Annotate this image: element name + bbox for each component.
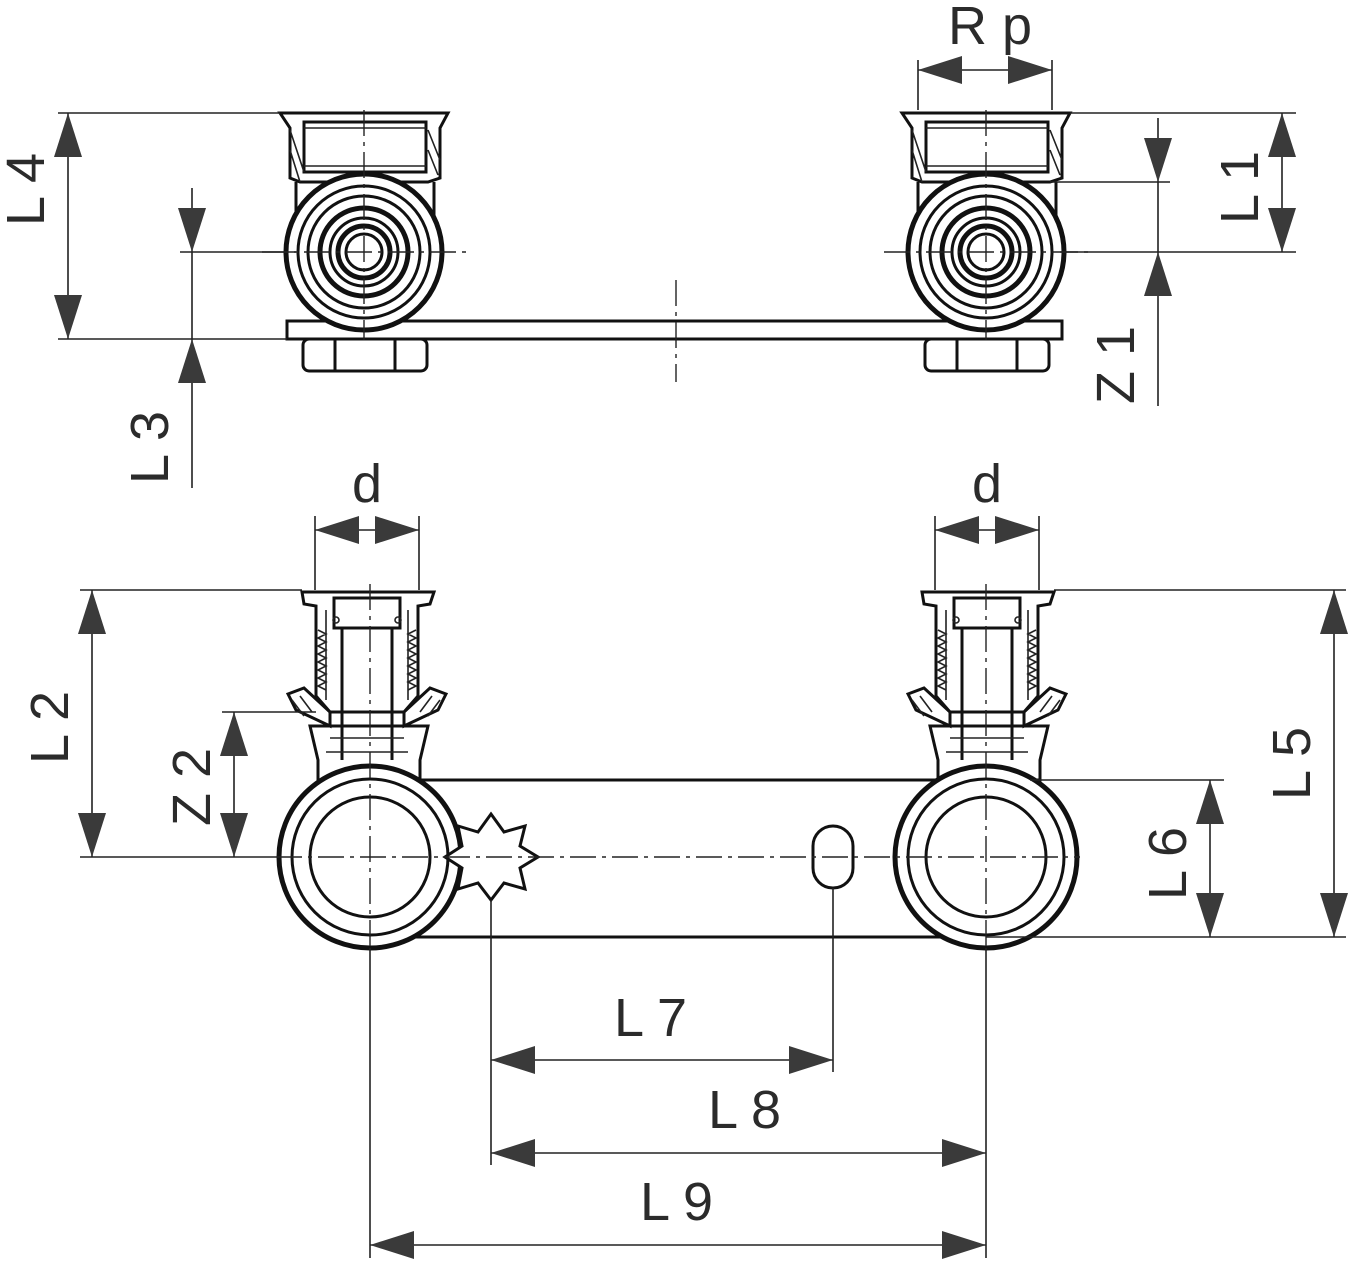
nut-left bbox=[301, 337, 429, 373]
label-d-right: d bbox=[972, 454, 1002, 514]
label-l5: L 5 bbox=[1262, 727, 1322, 800]
label-rp: R p bbox=[948, 0, 1032, 56]
label-l2: L 2 bbox=[20, 691, 80, 764]
label-d-left: d bbox=[352, 454, 382, 514]
press-fitting-right bbox=[905, 590, 1069, 782]
label-z2: Z 2 bbox=[162, 748, 222, 826]
mounting-plate bbox=[285, 319, 1064, 341]
label-l8: L 8 bbox=[708, 1080, 781, 1140]
label-l1: L 1 bbox=[1210, 151, 1270, 224]
nut-right bbox=[923, 337, 1051, 373]
elbow-right-top bbox=[884, 110, 1092, 340]
label-l6: L 6 bbox=[1138, 827, 1198, 900]
label-l9: L 9 bbox=[640, 1172, 713, 1232]
press-fitting-left bbox=[285, 590, 449, 782]
label-l7: L 7 bbox=[614, 988, 687, 1048]
label-l4: L 4 bbox=[0, 153, 56, 226]
top-view bbox=[54, 56, 1296, 488]
elbow-left-top bbox=[262, 110, 470, 340]
bottom-view bbox=[78, 516, 1348, 1259]
label-l3: L 3 bbox=[120, 411, 180, 484]
label-z1: Z 1 bbox=[1086, 326, 1146, 404]
dimension-labels: R p L 4 L 3 L 1 Z 1 d d L 2 Z 2 L 5 L 6 … bbox=[0, 0, 1322, 1232]
